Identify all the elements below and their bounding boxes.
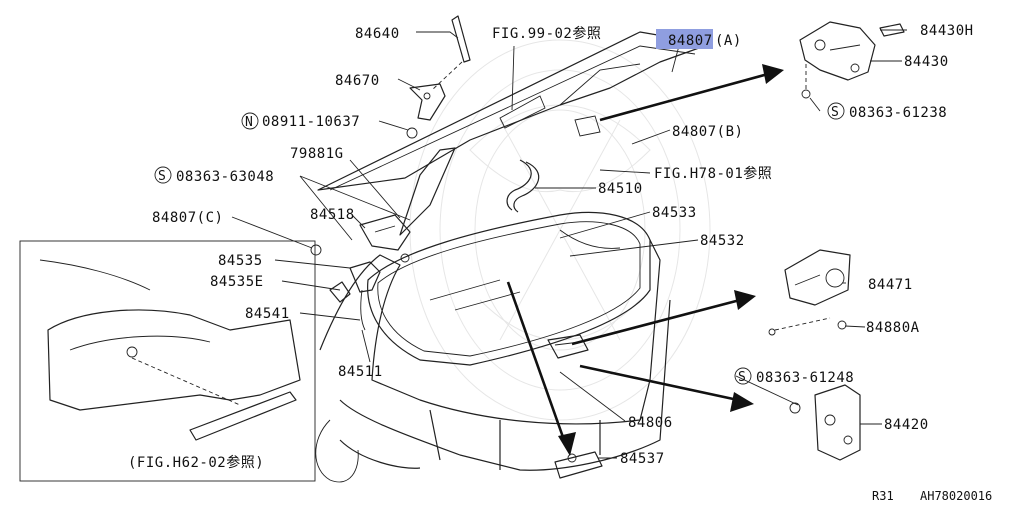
label-79881g: 79881G [290,146,344,162]
hinge-bracket [406,83,446,139]
label-84807b: 84807(B) [672,124,743,140]
part-labels: 84640 84670 N 08911-10637 FIG.99-02参照 84… [128,23,974,471]
label-08363-61248: 08363-61248 [756,370,854,386]
inset-detail [19,240,316,482]
cable-assembly [329,261,381,331]
n-prefix-circle [241,112,259,130]
callout-arrows [506,64,784,456]
part-84537 [554,451,603,479]
label-84535: 84535 [218,253,263,269]
label-84532: 84532 [700,233,745,249]
footer-page-code: R31 [872,489,894,503]
label-84806: 84806 [628,415,673,431]
label-08911-10637: 08911-10637 [262,114,360,130]
trunk-opening [367,211,651,366]
part-84430 [799,21,905,99]
label-fig-99-02: FIG.99-02参照 [492,25,601,42]
label-84640: 84640 [355,26,400,42]
part-84420 [789,384,861,461]
label-84807a-code: 84807 [668,33,713,49]
label-84430h: 84430H [920,23,974,39]
label-84537: 84537 [620,451,665,467]
label-n-prefix: N [245,115,253,130]
label-84430: 84430 [904,54,949,70]
label-84807a-suffix: (A) [715,33,742,49]
label-84471: 84471 [868,277,913,293]
s-prefix-circle-2 [154,166,172,184]
part-84471 [768,249,851,336]
footer: R31 AH78020016 [872,489,992,503]
label-84420: 84420 [884,417,929,433]
highlight-84807a [656,29,713,49]
label-84807c: 84807(C) [152,210,223,226]
label-fig-h78-01: FIG.H78-01参照 [654,165,772,182]
leader-lines [231,29,907,459]
footer-figure-code: AH78020016 [920,489,992,503]
label-84533: 84533 [652,205,697,221]
label-08363-61238: 08363-61238 [849,105,947,121]
label-84535e: 84535E [210,274,264,290]
label-s-prefix-2: S [158,169,166,184]
label-84510: 84510 [598,181,643,197]
label-84670: 84670 [335,73,380,89]
label-84541: 84541 [245,306,290,322]
s-prefix-circle-3 [734,367,752,385]
watermark-emblem [409,39,711,421]
label-84518: 84518 [310,207,355,223]
lid-stay-rod [431,15,471,91]
s-prefix-circle-1 [827,102,845,120]
trunk-lid [317,31,711,236]
torsion-bar-harness [506,159,540,213]
label-84880a: 84880A [866,320,920,336]
label-s-prefix-1: S [831,105,839,120]
label-84511: 84511 [338,364,383,380]
label-08363-63048: 08363-63048 [176,169,274,185]
label-fig-h62-02: (FIG.H62-02参照) [128,454,264,471]
bracket-84518 [310,214,411,263]
label-s-prefix-3: S [738,370,746,385]
car-body-rear [315,239,671,483]
